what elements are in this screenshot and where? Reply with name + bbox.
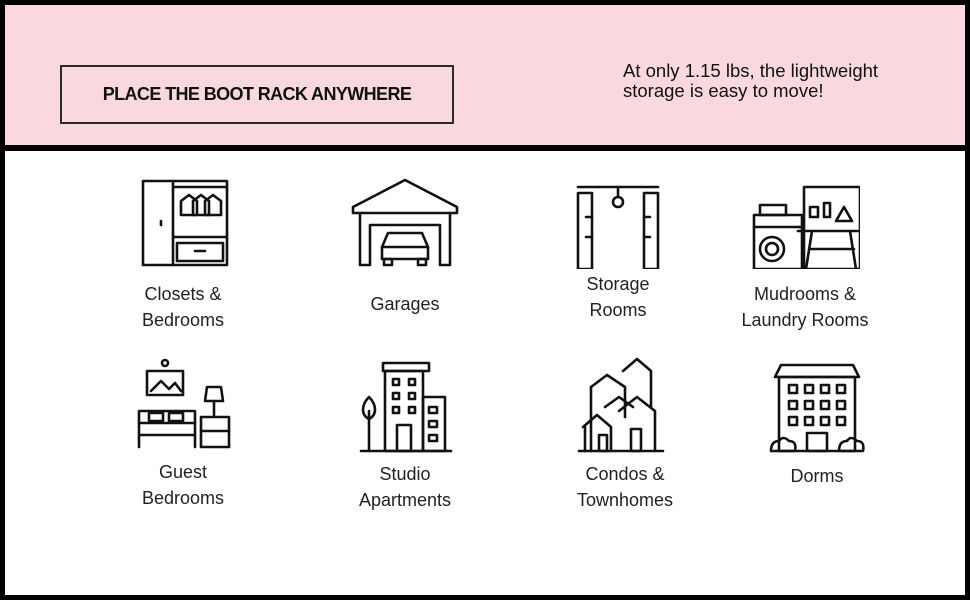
headline-box: PLACE THE BOOT RACK ANYWHERE	[60, 65, 454, 124]
location-mudrooms: Mudrooms & Laundry Rooms	[705, 177, 905, 333]
location-label-line1: Dorms	[790, 466, 844, 486]
location-garages: Garages	[305, 177, 505, 317]
storage-room-icon	[576, 185, 660, 269]
location-label-line2: Townhomes	[576, 490, 674, 510]
location-guest-bedrooms: Guest Bedrooms	[83, 357, 283, 511]
tagline-line-1: At only 1.15 lbs, the lightweight	[623, 60, 879, 81]
headline: PLACE THE BOOT RACK ANYWHERE	[102, 84, 412, 104]
location-studio-apartments: Studio Apartments	[305, 357, 505, 513]
tagline-line-2: storage is easy to move!	[623, 80, 824, 101]
location-label-line1: Condos &	[585, 464, 665, 484]
location-label-line2: Apartments	[358, 490, 452, 510]
location-label-line2: Laundry Rooms	[741, 310, 869, 330]
location-condos-townhomes: Condos & Townhomes	[525, 357, 725, 513]
townhomes-icon	[577, 357, 665, 453]
closet-icon	[141, 179, 229, 267]
location-label-line1: Garages	[370, 294, 440, 314]
location-label-line2: Bedrooms	[141, 310, 225, 330]
location-label-line1: Guest	[158, 462, 208, 482]
location-closets: Closets & Bedrooms	[83, 177, 283, 333]
tagline: At only 1.15 lbs, the lightweight storag…	[623, 61, 943, 101]
apartment-building-icon	[359, 361, 453, 453]
divider-band	[5, 145, 965, 151]
bedroom-icon	[137, 358, 231, 449]
location-label-line1: Mudrooms &	[753, 284, 857, 304]
location-label-line2: Rooms	[589, 300, 647, 320]
location-label-line1: Studio	[379, 464, 431, 484]
garage-icon	[351, 178, 459, 267]
location-dorms: Dorms	[717, 357, 917, 489]
location-label-line1: Storage	[586, 274, 650, 294]
header-banner: PLACE THE BOOT RACK ANYWHERE At only 1.1…	[5, 5, 965, 145]
location-label-line2: Bedrooms	[141, 488, 225, 508]
location-label-line1: Closets &	[144, 284, 222, 304]
laundry-icon	[752, 185, 860, 269]
dorm-building-icon	[769, 363, 865, 453]
location-storage-rooms: Storage Rooms	[518, 177, 718, 323]
